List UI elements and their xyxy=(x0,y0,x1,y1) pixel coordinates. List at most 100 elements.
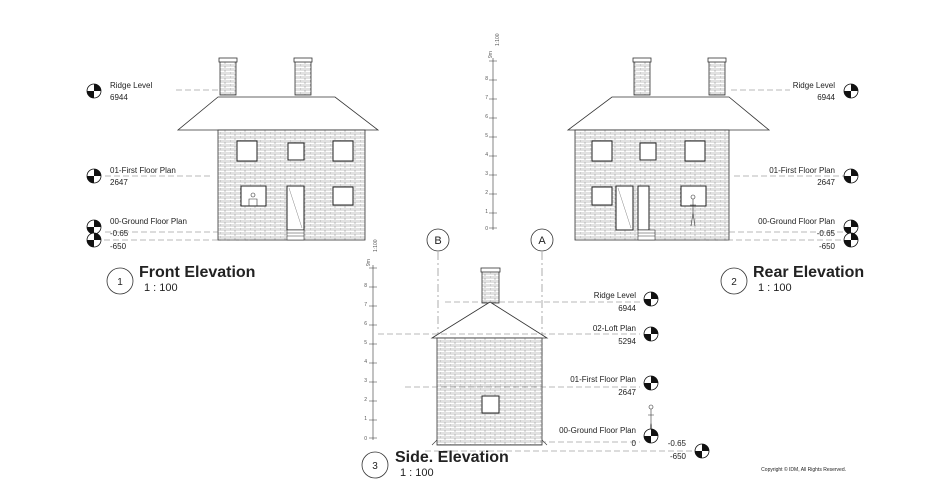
level-marker xyxy=(843,83,859,99)
level-marker xyxy=(843,232,859,248)
scale-tick: 6 xyxy=(364,321,367,327)
steps xyxy=(637,229,656,241)
level-marker xyxy=(86,168,102,184)
scale-tick: 5 xyxy=(485,133,488,139)
level-marker xyxy=(86,219,102,235)
level-marker xyxy=(643,428,659,444)
window xyxy=(332,140,354,162)
view-number: 3 xyxy=(372,461,378,472)
level-value: 6944 xyxy=(817,93,835,102)
scale-tick: 1 xyxy=(364,416,367,422)
grid-bubble xyxy=(426,228,450,252)
chimney xyxy=(633,59,651,96)
window xyxy=(639,142,657,161)
chimney xyxy=(708,59,726,96)
rear-door xyxy=(637,185,650,231)
grid-label: A xyxy=(538,235,546,247)
view-scale: 1 : 100 xyxy=(400,467,434,479)
level-marker xyxy=(86,83,102,99)
window xyxy=(236,140,258,162)
scale-unit: 1:100 xyxy=(495,33,501,46)
view-title-rear: 2 Rear Elevation 1 : 100 xyxy=(720,264,864,295)
scale-unit: 1:100 xyxy=(373,239,379,252)
level-marker xyxy=(643,375,659,391)
view-title: Front Elevation xyxy=(139,264,255,281)
scale-tick: 1 xyxy=(485,209,488,215)
level-name: Ridge Level xyxy=(594,291,636,300)
chimney xyxy=(294,59,312,96)
level-value: -650 xyxy=(819,242,836,251)
scale-tick: 4 xyxy=(364,359,367,365)
roof xyxy=(176,96,380,131)
window xyxy=(481,395,500,414)
scale-tick: 6 xyxy=(485,114,488,120)
level-name: 02-Loft Plan xyxy=(593,324,636,333)
level-name: 00-Ground Floor Plan xyxy=(559,426,636,435)
window xyxy=(684,140,706,162)
scale-tick: 2 xyxy=(364,397,367,403)
scale-bar-side: 1:100 9m 0 1 2 3 4 5 6 7 8 xyxy=(364,239,379,442)
chimney xyxy=(481,269,500,304)
window xyxy=(332,186,354,206)
level-name: 01-First Floor Plan xyxy=(110,166,176,175)
view-scale: 1 : 100 xyxy=(144,282,178,294)
level-value: -650 xyxy=(670,452,687,461)
view-number: 1 xyxy=(117,277,123,288)
house-wall xyxy=(436,337,543,446)
level-value: -0.65 xyxy=(110,229,129,238)
window xyxy=(591,186,613,206)
level-value: -650 xyxy=(110,242,127,251)
scale-unit: 9m xyxy=(488,51,494,58)
view-number: 2 xyxy=(731,277,737,288)
view-title: Side. Elevation xyxy=(395,449,509,466)
level-value: 6944 xyxy=(110,93,128,102)
scale-tick: 5 xyxy=(364,340,367,346)
level-name: 00-Ground Floor Plan xyxy=(758,217,835,226)
copyright-notice: Copyright © IDM, All Rights Reserved. xyxy=(761,466,846,473)
window xyxy=(680,185,707,207)
level-marker xyxy=(843,168,859,184)
level-value: 2647 xyxy=(110,178,128,187)
roof xyxy=(430,301,549,339)
scale-unit: 9m xyxy=(366,259,372,266)
level-name: 01-First Floor Plan xyxy=(570,375,636,384)
steps xyxy=(286,229,305,241)
scale-figure xyxy=(648,404,654,438)
level-value: -0.65 xyxy=(817,229,836,238)
scale-tick: 7 xyxy=(485,95,488,101)
scale-tick: 3 xyxy=(485,171,488,177)
scale-tick: 0 xyxy=(485,226,488,232)
level-value: 6944 xyxy=(618,304,636,313)
scale-tick: 2 xyxy=(485,190,488,196)
view-scale: 1 : 100 xyxy=(758,282,792,294)
scale-tick: 0 xyxy=(364,436,367,442)
window xyxy=(591,140,613,162)
window xyxy=(287,142,305,161)
grid-label: B xyxy=(434,235,441,247)
front-elevation: Ridge Level 6944 01-First Floor Plan 264… xyxy=(86,57,380,251)
level-marker xyxy=(86,232,102,248)
scale-tick: 8 xyxy=(364,283,367,289)
window xyxy=(240,185,267,207)
side-elevation: B A Ridge Level 6944 02-Loft Plan 5294 0… xyxy=(378,228,710,461)
level-value: 0 xyxy=(632,439,637,448)
scale-tick: 8 xyxy=(485,76,488,82)
level-value: 5294 xyxy=(618,337,636,346)
scale-tick: 4 xyxy=(485,152,488,158)
level-name: Ridge Level xyxy=(793,81,835,90)
scale-tick: 7 xyxy=(364,302,367,308)
level-marker xyxy=(843,219,859,235)
scale-figure xyxy=(690,194,696,227)
roof xyxy=(566,96,771,131)
scale-bar-top: 1:100 9m 0 1 2 3 4 5 6 7 8 xyxy=(485,33,501,232)
level-marker xyxy=(643,291,659,307)
grid-bubble xyxy=(530,228,554,252)
level-value: 2647 xyxy=(817,178,835,187)
level-name: 00-Ground Floor Plan xyxy=(110,217,187,226)
level-marker xyxy=(643,326,659,342)
view-title: Rear Elevation xyxy=(753,264,864,281)
level-name: 01-First Floor Plan xyxy=(769,166,835,175)
chimney xyxy=(219,59,237,96)
